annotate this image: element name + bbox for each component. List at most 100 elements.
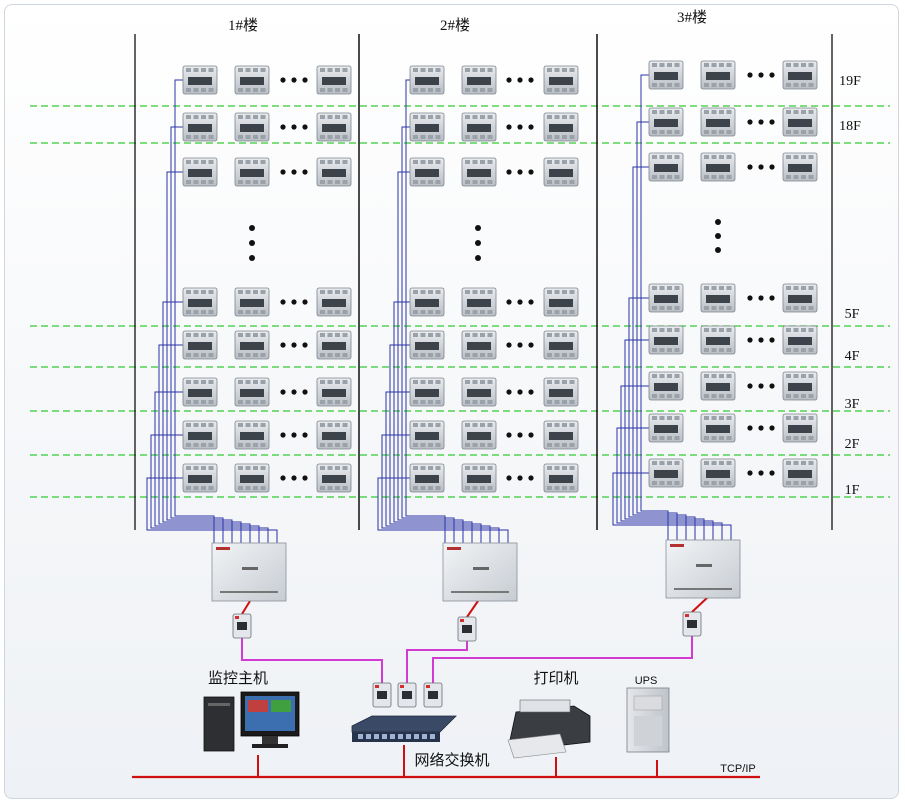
- ellipsis-dot: [517, 77, 523, 83]
- power-meter-icon: [182, 65, 218, 95]
- rs485-bus-line: [381, 434, 500, 543]
- rs485-bus-line: [620, 385, 714, 540]
- ellipsis-dot: [249, 240, 255, 246]
- ellipsis-dot: [506, 77, 512, 83]
- power-meter-icon: [461, 65, 497, 95]
- power-meter-icon: [543, 377, 579, 407]
- ellipsis-dot: [758, 425, 764, 431]
- power-meter-icon: [409, 287, 445, 317]
- power-meter-icon: [182, 420, 218, 450]
- ellipsis-dot: [758, 337, 764, 343]
- ellipsis-dot: [747, 295, 753, 301]
- ellipsis-dot: [517, 299, 523, 305]
- ellipsis-dot: [715, 247, 721, 253]
- ellipsis-dot: [506, 475, 512, 481]
- collector-link-line: [241, 600, 251, 615]
- power-meter-icon: [700, 283, 736, 313]
- diagram-frame: [4, 4, 899, 799]
- power-meter-icon: [700, 371, 736, 401]
- floor-label: 2F: [845, 437, 860, 452]
- ellipsis-dot: [249, 255, 255, 261]
- ellipsis-dot: [280, 124, 286, 130]
- ellipsis-dot: [747, 337, 753, 343]
- ellipsis-dot: [747, 470, 753, 476]
- building-label: 1#楼: [228, 17, 258, 34]
- power-meter-icon: [182, 463, 218, 493]
- power-meter-icon: [543, 420, 579, 450]
- ellipsis-dot: [291, 77, 297, 83]
- power-meter-icon: [782, 152, 818, 182]
- ellipsis-dot: [517, 475, 523, 481]
- power-meter-icon: [316, 330, 352, 360]
- power-meter-icon: [316, 112, 352, 142]
- ellipsis-dot: [291, 432, 297, 438]
- converter-icon: [232, 613, 252, 639]
- ellipsis-dot: [302, 389, 308, 395]
- power-meter-icon: [782, 371, 818, 401]
- tcpip-label: TCP/IP: [720, 763, 755, 775]
- ellipsis-dot: [747, 425, 753, 431]
- ellipsis-dot: [280, 77, 286, 83]
- rs485-bus-line: [405, 79, 446, 543]
- power-meter-icon: [648, 371, 684, 401]
- collector-box-icon: [442, 542, 518, 602]
- collector-link-line: [691, 596, 709, 613]
- rs485-bus-line: [636, 121, 678, 540]
- power-meter-icon: [700, 458, 736, 488]
- collector-box-icon: [211, 542, 287, 602]
- ups-label: UPS: [635, 675, 658, 687]
- converter-icon: [423, 682, 443, 708]
- power-meter-icon: [234, 377, 270, 407]
- rs485-bus-line: [612, 472, 732, 540]
- power-meter-icon: [461, 330, 497, 360]
- converter-icon: [372, 682, 392, 708]
- ellipsis-dot: [302, 342, 308, 348]
- power-meter-icon: [648, 413, 684, 443]
- power-meter-icon: [316, 420, 352, 450]
- power-meter-icon: [461, 287, 497, 317]
- ellipsis-dot: [528, 475, 534, 481]
- ellipsis-dot: [769, 470, 775, 476]
- ellipsis-dot: [291, 169, 297, 175]
- ellipsis-dot: [506, 342, 512, 348]
- power-meter-icon: [316, 463, 352, 493]
- ellipsis-dot: [280, 169, 286, 175]
- ellipsis-dot: [517, 169, 523, 175]
- rs485-bus-line: [377, 477, 509, 543]
- ellipsis-dot: [302, 124, 308, 130]
- ellipsis-dot: [769, 337, 775, 343]
- rs485-bus-line: [146, 477, 278, 543]
- power-meter-icon: [409, 65, 445, 95]
- ellipsis-dot: [528, 432, 534, 438]
- ellipsis-dot: [291, 299, 297, 305]
- power-meter-icon: [782, 283, 818, 313]
- power-meter-icon: [409, 112, 445, 142]
- floor-label: 3F: [845, 397, 860, 412]
- monitor-host-label: 监控主机: [208, 670, 268, 687]
- floor-label: 19F: [839, 74, 861, 89]
- ellipsis-dot: [517, 124, 523, 130]
- power-meter-icon: [409, 463, 445, 493]
- rs485-bus-line: [154, 391, 260, 543]
- ellipsis-dot: [517, 342, 523, 348]
- ethernet-line: [406, 641, 468, 683]
- ellipsis-dot: [302, 432, 308, 438]
- ellipsis-dot: [715, 219, 721, 225]
- ellipsis-dot: [528, 299, 534, 305]
- power-meter-icon: [316, 65, 352, 95]
- power-meter-icon: [234, 420, 270, 450]
- ellipsis-dot: [291, 475, 297, 481]
- power-meter-icon: [700, 60, 736, 90]
- ellipsis-dot: [758, 295, 764, 301]
- power-meter-icon: [182, 287, 218, 317]
- power-meter-icon: [648, 325, 684, 355]
- power-meter-icon: [782, 458, 818, 488]
- power-meter-icon: [461, 377, 497, 407]
- ellipsis-dot: [747, 383, 753, 389]
- ellipsis-dot: [291, 389, 297, 395]
- power-meter-icon: [700, 152, 736, 182]
- ellipsis-dot: [528, 342, 534, 348]
- power-meter-icon: [782, 413, 818, 443]
- ellipsis-dot: [528, 169, 534, 175]
- ellipsis-dot: [302, 475, 308, 481]
